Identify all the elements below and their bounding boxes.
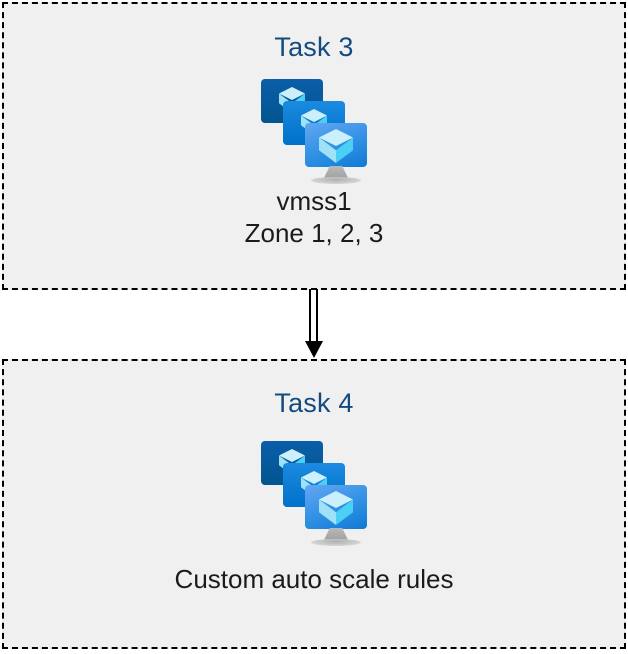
node-caption-autoscale-rules: Custom auto scale rules bbox=[174, 564, 454, 594]
group-box-task3[interactable]: Task 3 vmss1 Zone 1, 2, 3 bbox=[2, 2, 626, 290]
cube-glyph-front bbox=[319, 491, 353, 525]
vm-scale-set-icon bbox=[259, 439, 369, 546]
arrow-task3-to-task4 bbox=[303, 289, 325, 359]
monitor-stand-neck bbox=[323, 166, 349, 180]
monitor-stand-neck bbox=[323, 528, 349, 542]
monitor-stand-base bbox=[311, 539, 361, 546]
node-caption-vmss-zones: Zone 1, 2, 3 bbox=[244, 218, 384, 248]
group-title-task4: Task 4 bbox=[274, 388, 354, 418]
monitor-stand-base bbox=[311, 177, 361, 184]
vm-scale-set-icon bbox=[259, 77, 369, 184]
arrow-line-left bbox=[309, 289, 311, 346]
group-title-task3: Task 3 bbox=[274, 32, 354, 62]
node-caption-vmss-name: vmss1 bbox=[276, 186, 352, 216]
arrow-head-icon bbox=[305, 341, 323, 358]
arrow-line-right bbox=[316, 289, 318, 346]
group-box-task4[interactable]: Task 4 Custom auto scale rules bbox=[2, 359, 626, 649]
cube-glyph-front bbox=[319, 129, 353, 163]
